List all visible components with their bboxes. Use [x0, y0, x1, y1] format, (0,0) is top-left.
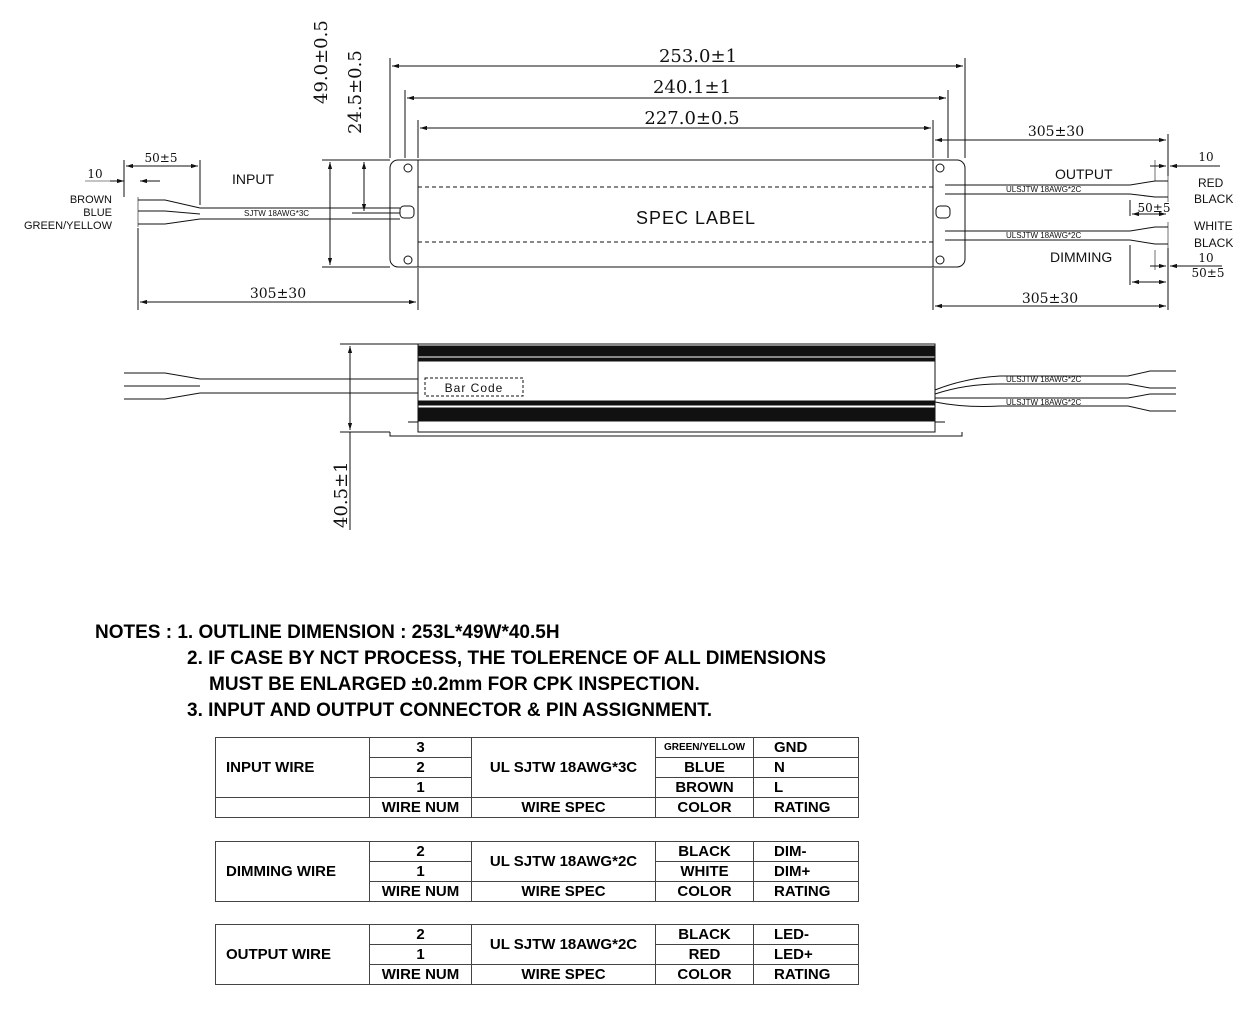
wire-brown: BROWN	[70, 194, 112, 206]
side-cable-spec-2: ULSJTW 18AWG*2C	[1006, 398, 1081, 407]
dim-output-strip: 50±5	[1138, 201, 1171, 215]
bar-code-label: Bar Code	[445, 381, 504, 395]
header-rating: RATING	[753, 964, 859, 985]
dim-input-cable: 305±30	[250, 286, 306, 302]
note-2-continued: MUST BE ENLARGED ±0.2mm FOR CPK INSPECTI…	[209, 674, 700, 695]
input-wire-table: INPUT WIRE 3 UL SJTW 18AWG*3C GREEN/YELL…	[215, 737, 859, 818]
top-view	[389, 159, 966, 268]
wire-num: 1	[369, 777, 472, 798]
wire-spec: UL SJTW 18AWG*2C	[471, 841, 656, 882]
wire-rating: DIM+	[753, 861, 859, 882]
dimming-wire-table: DIMMING WIRE 2 UL SJTW 18AWG*2C BLACK DI…	[215, 841, 859, 902]
dim-overall-length: 253.0±1	[659, 46, 737, 67]
input-cable-spec: SJTW 18AWG*3C	[244, 209, 309, 218]
wire-black-output: BLACK	[1194, 192, 1233, 206]
note-3: 3. INPUT AND OUTPUT CONNECTOR & PIN ASSI…	[187, 700, 712, 721]
wire-num: 1	[369, 944, 472, 965]
dim-input-strip: 50±5	[145, 151, 178, 165]
wire-color: GREEN/YELLOW	[655, 737, 754, 758]
side-view	[124, 343, 1176, 530]
table-name-spacer	[215, 797, 370, 818]
dim-dimming-cable: 305±30	[1022, 291, 1078, 307]
wire-blue: BLUE	[83, 207, 112, 219]
wire-spec: UL SJTW 18AWG*3C	[471, 737, 656, 798]
wire-rating: LED-	[753, 924, 859, 945]
wire-rating: GND	[753, 737, 859, 758]
wire-color: WHITE	[655, 861, 754, 882]
header-wire-spec: WIRE SPEC	[471, 881, 656, 902]
wire-color: BLUE	[655, 757, 754, 778]
dim-input-tip: 10	[87, 167, 102, 181]
dim-body-length: 227.0±0.5	[644, 108, 739, 129]
spec-label: SPEC LABEL	[636, 208, 756, 228]
wire-color: BROWN	[655, 777, 754, 798]
label-output: OUTPUT	[1055, 166, 1113, 182]
side-body	[417, 343, 936, 433]
note-2: 2. IF CASE BY NCT PROCESS, THE TOLERENCE…	[187, 648, 827, 669]
dim-dimming-strip: 50±5	[1192, 266, 1225, 280]
bar-code-box	[424, 377, 524, 397]
wire-spec: UL SJTW 18AWG*2C	[471, 924, 656, 965]
wire-black-dimming: BLACK	[1194, 236, 1233, 250]
table-name: OUTPUT WIRE	[215, 924, 370, 985]
dim-output-cable: 305±30	[1028, 124, 1084, 140]
dim-width: 49.0±0.5	[311, 20, 332, 104]
header-color: COLOR	[655, 964, 754, 985]
wire-color: RED	[655, 944, 754, 965]
header-wire-num: WIRE NUM	[369, 797, 472, 818]
dim-dimming-tip: 10	[1198, 251, 1213, 265]
wire-rating: DIM-	[753, 841, 859, 862]
wire-red: RED	[1198, 176, 1224, 190]
header-wire-num: WIRE NUM	[369, 964, 472, 985]
header-rating: RATING	[753, 797, 859, 818]
label-dimming: DIMMING	[1050, 249, 1112, 265]
wire-num: 2	[369, 757, 472, 778]
side-cable-spec-1: ULSJTW 18AWG*2C	[1006, 375, 1081, 384]
header-rating: RATING	[753, 881, 859, 902]
wire-num: 1	[369, 861, 472, 882]
wire-rating: N	[753, 757, 859, 778]
enclosure-body	[417, 159, 934, 268]
wire-green-yellow: GREEN/YELLOW	[24, 220, 113, 232]
output-wire-table: OUTPUT WIRE 2 UL SJTW 18AWG*2C BLACK LED…	[215, 924, 859, 985]
wire-num: 2	[369, 924, 472, 945]
wire-color: BLACK	[655, 924, 754, 945]
wire-white: WHITE	[1194, 219, 1233, 233]
header-wire-num: WIRE NUM	[369, 881, 472, 902]
output-cable-spec: ULSJTW 18AWG*2C	[1006, 185, 1081, 194]
header-color: COLOR	[655, 881, 754, 902]
dim-mount-length: 240.1±1	[653, 77, 731, 98]
header-wire-spec: WIRE SPEC	[471, 964, 656, 985]
dimming-cable-spec: ULSJTW 18AWG*2C	[1006, 231, 1081, 240]
dim-output-tip: 10	[1198, 150, 1213, 164]
header-color: COLOR	[655, 797, 754, 818]
mechanical-drawing: 253.0±1 240.1±1 227.0±0.5 49.0±0.5 24.5±…	[24, 20, 1233, 530]
dim-half-width: 24.5±0.5	[345, 50, 366, 134]
note-1: NOTES : 1. OUTLINE DIMENSION : 253L*49W*…	[95, 622, 560, 643]
table-name: DIMMING WIRE	[215, 841, 370, 902]
wire-num: 2	[369, 841, 472, 862]
wire-rating: LED+	[753, 944, 859, 965]
wire-rating: L	[753, 777, 859, 798]
dim-height: 40.5±1	[331, 461, 352, 528]
table-name: INPUT WIRE	[215, 737, 370, 798]
label-input: INPUT	[232, 171, 274, 187]
wire-color: BLACK	[655, 841, 754, 862]
wire-num: 3	[369, 737, 472, 758]
header-wire-spec: WIRE SPEC	[471, 797, 656, 818]
